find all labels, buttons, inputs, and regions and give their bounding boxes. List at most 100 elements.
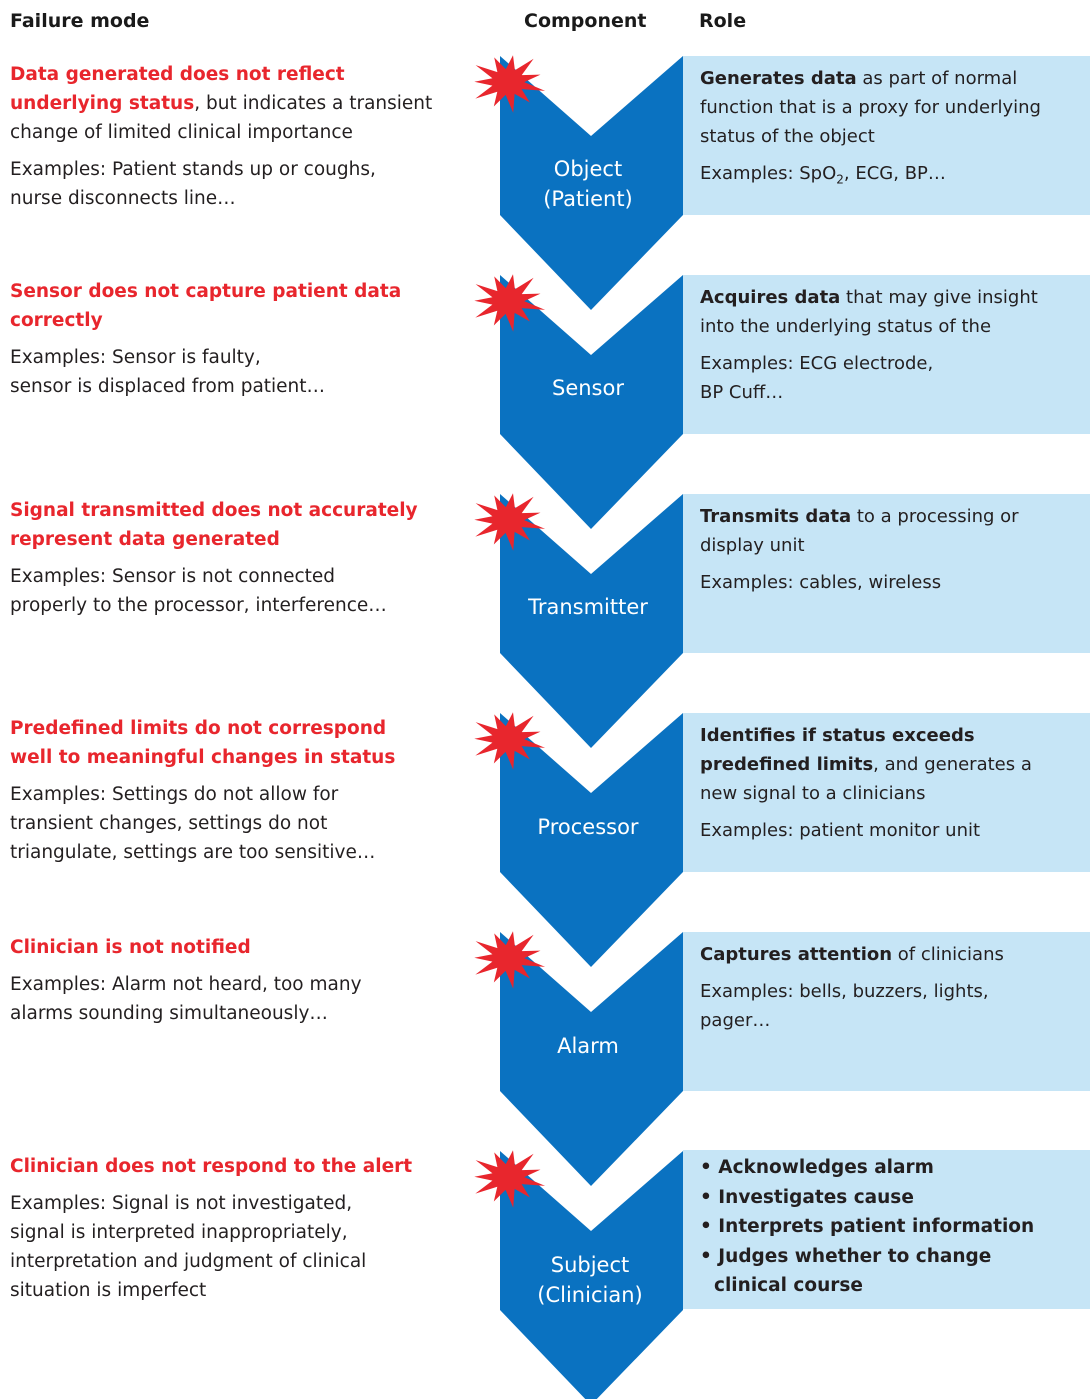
role-examples-text: BP Cuff…: [700, 382, 784, 403]
failure-mode-processor: Predefined limits do not correspond well…: [10, 714, 470, 867]
chevron-processor: [500, 713, 683, 967]
starburst-icon: [474, 1150, 546, 1208]
chevron-transmitter: [500, 494, 683, 748]
component-sensor: Sensor: [488, 373, 688, 403]
component-label: Processor: [537, 815, 639, 839]
role-text: function that is a proxy for underlying: [700, 97, 1041, 118]
failure-text: change of limited clinical importance: [10, 122, 353, 143]
role-examples-text: Examples: ECG electrode,: [700, 353, 934, 374]
failure-title: Predefined limits do not correspond: [10, 718, 387, 739]
header-component: Component: [524, 10, 647, 32]
failure-title: Clinician is not notified: [10, 937, 251, 958]
role-bullet-text: Judges whether to change: [718, 1245, 992, 1267]
role-examples: Examples: ECG electrode, BP Cuff…: [700, 349, 1084, 407]
role-examples-subscript: 2: [836, 172, 844, 187]
role-bold: Transmits data: [700, 506, 852, 527]
role-examples-text: Examples: cables, wireless: [700, 572, 942, 593]
role-text: , and generates a: [873, 754, 1032, 775]
failure-mode-object: Data generated does not reflect underlyi…: [10, 60, 470, 213]
failure-examples-text: Examples: Settings do not allow for: [10, 784, 339, 805]
failure-examples-text: nurse disconnects line…: [10, 188, 236, 209]
role-examples: Examples: SpO2, ECG, BP…: [700, 159, 1084, 195]
failure-title: underlying status: [10, 93, 195, 114]
role-bullet: Judges whether to change clinical course: [700, 1242, 1084, 1301]
role-text: status of the object: [700, 126, 875, 147]
failure-line: Data generated does not reflect: [10, 60, 470, 89]
failure-title: well to meaningful changes in status: [10, 747, 396, 768]
chevron-alarm: [500, 932, 683, 1186]
starburst-icon: [474, 55, 546, 113]
role-line: Transmits data to a processing or: [700, 502, 1084, 531]
role-box-transmitter: Transmits data to a processing or displa…: [683, 494, 1090, 653]
failure-title: Clinician does not respond to the alert: [10, 1156, 413, 1177]
failure-text: , but indicates a transient: [194, 93, 433, 114]
role-bold: predefined limits: [700, 754, 874, 775]
role-text: as part of normal: [856, 68, 1018, 89]
component-label: Object: [553, 157, 623, 181]
role-text: display unit: [700, 535, 805, 556]
header-role: Role: [699, 10, 747, 32]
component-label: Alarm: [557, 1034, 619, 1058]
component-label: Sensor: [552, 376, 624, 400]
failure-examples: Examples: Settings do not allow for tran…: [10, 780, 470, 867]
component-object: Object (Patient): [488, 154, 688, 214]
role-examples: Examples: patient monitor unit: [700, 816, 1084, 845]
component-processor: Processor: [488, 812, 688, 842]
chevron-sensor: [500, 275, 683, 529]
role-bullet-text: clinical course: [714, 1275, 863, 1296]
failure-examples-text: properly to the processor, interference…: [10, 595, 387, 616]
failure-mode-sensor: Sensor does not capture patient data cor…: [10, 277, 470, 401]
component-subject: Subject (Clinician): [490, 1250, 690, 1310]
failure-title: represent data generated: [10, 529, 280, 550]
failure-examples-text: Examples: Signal is not investigated,: [10, 1193, 353, 1214]
role-bullet: Interprets patient information: [700, 1212, 1084, 1242]
failure-examples-text: Examples: Sensor is faulty,: [10, 347, 261, 368]
role-bold: Acquires data: [700, 287, 841, 308]
chevron-subject: [500, 1151, 683, 1399]
role-box-processor: Identifies if status exceeds predefined …: [683, 713, 1090, 872]
role-line: predefined limits, and generates a: [700, 750, 1084, 779]
role-box-alarm: Captures attention of clinicians Example…: [683, 932, 1090, 1091]
failure-examples: Examples: Signal is not investigated, si…: [10, 1189, 470, 1305]
role-bullet: Acknowledges alarm: [700, 1153, 1084, 1183]
failure-examples: Examples: Alarm not heard, too many alar…: [10, 970, 470, 1028]
component-label: (Patient): [543, 187, 633, 211]
failure-examples-text: situation is imperfect: [10, 1280, 207, 1301]
role-bold: Captures attention: [700, 944, 893, 965]
role-bold: Identifies if status exceeds: [700, 725, 975, 746]
role-text: to a processing or: [851, 506, 1019, 527]
failure-line: underlying status, but indicates a trans…: [10, 89, 470, 118]
failure-examples-text: alarms sounding simultaneously…: [10, 1003, 328, 1024]
failure-examples-text: signal is interpreted inappropriately,: [10, 1222, 348, 1243]
failure-title: Sensor does not capture patient data: [10, 281, 402, 302]
starburst-icon: [474, 493, 546, 551]
role-line: Identifies if status exceeds: [700, 721, 1084, 750]
failure-title: Signal transmitted does not accurately: [10, 500, 418, 521]
role-bold: Generates data: [700, 68, 857, 89]
role-text: that may give insight: [840, 287, 1038, 308]
chevron-object: [500, 56, 683, 310]
role-examples-text: Examples: patient monitor unit: [700, 820, 981, 841]
failure-title: correctly: [10, 310, 103, 331]
role-text: of clinicians: [892, 944, 1004, 965]
role-line: Captures attention of clinicians: [700, 940, 1084, 969]
role-line: Acquires data that may give insight: [700, 283, 1084, 312]
role-examples-text: Examples: SpO: [700, 163, 837, 184]
starburst-icon: [474, 712, 546, 770]
failure-examples: Examples: Sensor is faulty, sensor is di…: [10, 343, 470, 401]
starburst-icon: [474, 931, 546, 989]
role-examples-text: Examples: bells, buzzers, lights,: [700, 981, 989, 1002]
failure-examples-text: transient changes, settings do not: [10, 813, 328, 834]
failure-examples-text: Examples: Patient stands up or coughs,: [10, 159, 376, 180]
failure-examples: Examples: Sensor is not connected proper…: [10, 562, 470, 620]
failure-examples-text: Examples: Alarm not heard, too many: [10, 974, 362, 995]
failure-mode-alarm: Clinician is not notified Examples: Alar…: [10, 933, 470, 1028]
role-examples-text: , ECG, BP…: [843, 163, 946, 184]
role-text: new signal to a clinicians: [700, 783, 926, 804]
role-examples-text: pager…: [700, 1010, 771, 1031]
failure-mode-transmitter: Signal transmitted does not accurately r…: [10, 496, 470, 620]
role-bullet-list: Acknowledges alarm Investigates cause In…: [700, 1153, 1084, 1301]
role-box-object: Generates data as part of normal functio…: [683, 56, 1090, 215]
component-alarm: Alarm: [488, 1031, 688, 1061]
